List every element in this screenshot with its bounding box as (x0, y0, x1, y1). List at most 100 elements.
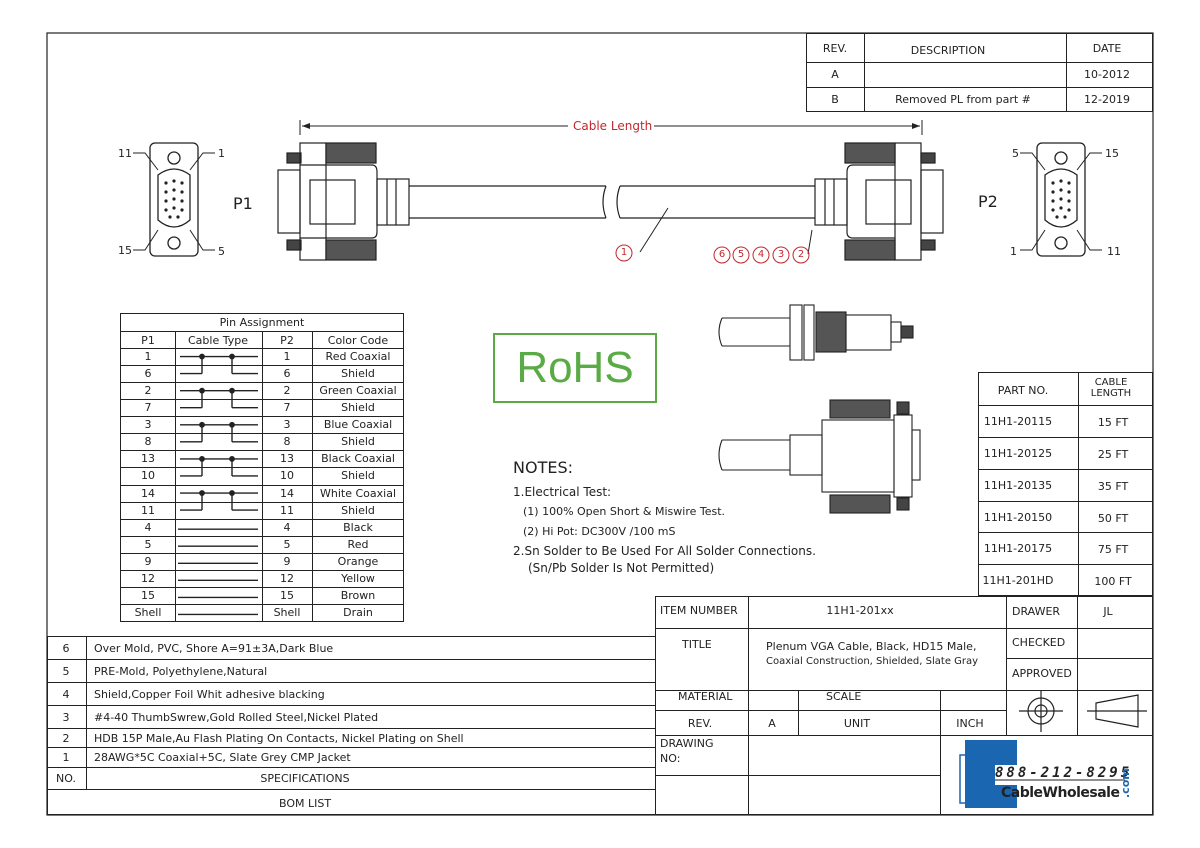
pin-color-code: Red Coaxial (325, 350, 391, 363)
bom-title: BOM LIST (278, 797, 332, 810)
pin-color-code: Brown (340, 588, 376, 602)
bom-item-no: 1 (62, 751, 70, 764)
rev-value: A (768, 717, 776, 730)
pin-p2: 12 (280, 571, 294, 585)
part-number: 11H1-20115 (983, 415, 1053, 428)
callout-3: 3 (777, 249, 785, 260)
row-divider (47, 728, 656, 729)
pin-p2: 8 (283, 435, 291, 449)
header-p1: P1 (141, 334, 155, 347)
pin-color-code: Drain (343, 605, 373, 619)
rev-b: B (831, 93, 839, 106)
pin-p2: 14 (280, 486, 294, 500)
bom-item-no: 4 (62, 687, 70, 701)
pin-p1: 15 (141, 588, 155, 602)
row-divider (120, 382, 404, 384)
bom-item-spec: 28AWG*5C Coaxial+5C, Slate Grey CMP Jack… (94, 751, 351, 764)
row-divider (120, 603, 404, 605)
callout-1: 1 (620, 247, 628, 258)
callout-5: 5 (737, 249, 745, 260)
pin-p1: 5 (144, 537, 152, 551)
pin-p2: 3 (283, 418, 291, 432)
pin-color-code: Shield (341, 367, 375, 381)
row-divider (978, 564, 1153, 566)
header-cable-type: Cable Type (188, 334, 248, 347)
part-cable-length: 50 FT (1097, 511, 1129, 525)
rev-b-date: 12-2019 (1084, 93, 1130, 106)
drawer-label: DRAWER (1012, 605, 1061, 618)
notes-title: NOTES: (513, 458, 573, 477)
p1-pin-15: 15 (118, 244, 132, 257)
third-angle-projection-symbol (1019, 690, 1147, 732)
pin-p1: 8 (144, 435, 152, 449)
pin-color-code: Yellow (341, 571, 375, 585)
part-number: 11H1-20175 (983, 542, 1053, 556)
p2-pin-11: 11 (1107, 245, 1121, 258)
pin-p1: 1 (144, 350, 152, 363)
row-divider (120, 552, 404, 554)
pin-p1: Shell (134, 605, 162, 619)
logo-phone: 888-212-8295 (995, 765, 1133, 781)
row-divider (978, 405, 1153, 406)
item-number-label: ITEM NUMBER (660, 604, 738, 617)
row-divider (120, 569, 404, 571)
row-divider (120, 450, 404, 452)
p2-pin-5: 5 (1012, 147, 1019, 160)
row-divider (120, 416, 404, 418)
note-1: 1.Electrical Test: (513, 485, 612, 499)
pin-color-code: Shield (341, 401, 375, 415)
row-divider (120, 467, 404, 469)
rohs-label: RoHS (516, 343, 634, 392)
pin-p2: Shell (273, 605, 301, 619)
part-number: 11H1-201HD (982, 574, 1054, 588)
pin-color-code: White Coaxial (320, 486, 396, 500)
row-divider (120, 586, 404, 588)
row-divider (978, 468, 1153, 470)
pin-p2: 13 (280, 452, 294, 466)
row-divider (47, 659, 656, 660)
part-cable-length: 35 FT (1097, 479, 1129, 493)
row-divider (120, 484, 404, 486)
p2-pin-1: 1 (1010, 245, 1017, 258)
pin-p1: 7 (144, 401, 152, 415)
callout-6: 6 (718, 249, 726, 260)
bom-spec-header: SPECIFICATIONS (260, 772, 350, 785)
pin-p1: 11 (141, 503, 155, 517)
drawer-value: JL (1103, 605, 1113, 618)
p2-connector-side (814, 142, 944, 261)
row-divider (47, 682, 656, 683)
part-cable-length: 100 FT (1094, 575, 1132, 589)
bom-item-no: 2 (62, 731, 70, 745)
approved-label: APPROVED (1012, 667, 1072, 680)
p1-label: P1 (233, 194, 253, 213)
row-divider (120, 399, 404, 401)
pin-p1: 2 (144, 384, 152, 398)
bom-item-spec: Shield,Copper Foil Whit adhesive blackin… (94, 687, 325, 701)
pin-p2: 10 (280, 469, 294, 483)
pin-p2: 7 (283, 401, 291, 415)
logo-tld: .com (1119, 768, 1132, 798)
note-2-sub: (Sn/Pb Solder Is Not Permitted) (528, 561, 715, 575)
unit-value: INCH (956, 717, 984, 730)
row-divider (120, 535, 404, 537)
pin-color-code: Shield (341, 469, 375, 483)
pin-p1: 14 (141, 486, 155, 500)
drawing-no-label: DRAWING NO: (660, 737, 714, 765)
pin-p1: 13 (141, 452, 155, 466)
pin-color-code: Orange (337, 554, 379, 568)
p2-label: P2 (978, 192, 998, 211)
rev-header: REV. (822, 42, 848, 55)
row-divider (120, 501, 404, 503)
pin-p1: 4 (144, 520, 152, 534)
pin-p2: 6 (283, 367, 291, 381)
bom-item-spec: #4-40 ThumbSwrew,Gold Rolled Steel,Nicke… (94, 710, 379, 724)
description-header: DESCRIPTION (910, 44, 986, 57)
pin-p1: 12 (141, 571, 155, 585)
p1-pin-11: 11 (118, 147, 132, 160)
bom-item-no: 5 (62, 664, 70, 678)
part-cable-length: 25 FT (1097, 447, 1129, 461)
part-no-header: PART NO. (997, 384, 1049, 397)
bom-item-no: 6 (62, 641, 70, 655)
rev-a-date: 10-2012 (1084, 68, 1130, 81)
pin-color-code: Green Coaxial (319, 384, 397, 398)
